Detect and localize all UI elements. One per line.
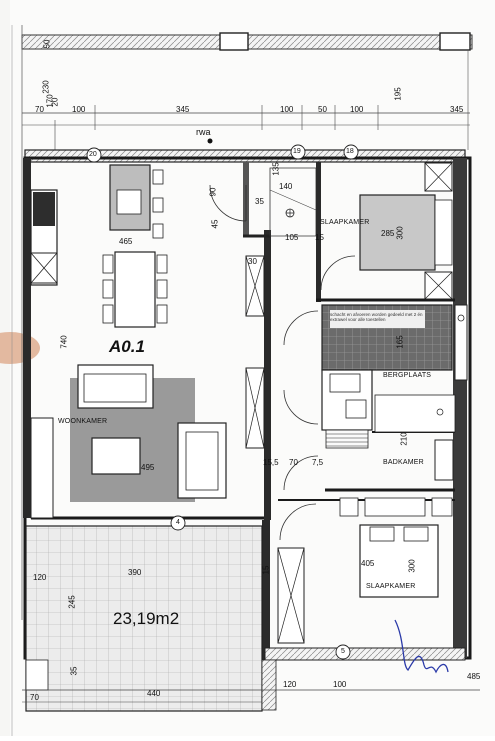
room-label-bedroom-1: SLAAPKAMER (320, 219, 370, 226)
dim-top-100-b: 100 (280, 105, 294, 114)
west-wall (23, 158, 31, 518)
dim-entrance-105: 105 (285, 233, 299, 242)
rwa-marker (207, 138, 213, 144)
dim-entrance-35: 35 (255, 197, 264, 206)
dim-left-20: 20 (50, 97, 60, 107)
dim-bedroom1-300: 300 (395, 226, 405, 240)
dim-entrance-90: 90 (208, 187, 218, 197)
dim-kitchen-465: 465 (119, 237, 133, 246)
dim-bathroom-210: 210 (399, 432, 409, 446)
coffee-table (91, 437, 141, 475)
dim-entrance-135: 135 (271, 162, 281, 176)
axis-marker-5 (335, 644, 351, 660)
dim-bottom-120: 120 (283, 680, 297, 689)
room-label-storage: BERGPLAATS (383, 372, 432, 379)
dim-bottom-100: 100 (333, 680, 347, 689)
axis-marker-18 (343, 144, 359, 160)
dim-mid-70: 70 (289, 458, 298, 467)
dim-terrace-120: 120 (33, 573, 47, 582)
handwritten-signature (394, 619, 449, 674)
south-facade-wall (264, 647, 466, 661)
rwa-label: rwa (196, 127, 211, 137)
dim-bedroom2-300: 300 (407, 559, 417, 573)
dim-right-195: 195 (393, 87, 403, 101)
dim-top-70: 70 (35, 105, 44, 114)
dim-top-345-b: 345 (450, 105, 464, 114)
axis-label-20: 20 (89, 151, 97, 158)
dim-bottom-485: 485 (467, 672, 481, 681)
dim-top-50: 50 (318, 105, 327, 114)
dim-entrance-15: 15 (315, 233, 324, 242)
terrace (25, 525, 263, 712)
room-label-living: WOONKAMER (58, 418, 108, 425)
axis-label-19: 19 (293, 148, 301, 155)
sideboard (30, 417, 54, 519)
dim-bottom-70: 70 (30, 693, 39, 702)
dim-entrance-45: 45 (210, 219, 220, 229)
dim-mid-15-5: 15,5 (263, 458, 279, 467)
dim-entrance-140: 140 (279, 182, 293, 191)
cooktop (33, 192, 55, 226)
dim-terrace-35: 35 (69, 666, 79, 676)
dim-storage-165: 165 (395, 335, 405, 349)
bathroom-sink (434, 439, 454, 481)
room-label-bedroom-2: SLAAPKAMER (366, 583, 416, 590)
dim-bedroom1-285: 285 (381, 229, 395, 238)
axis-label-5: 5 (341, 648, 345, 655)
unit-code: A0.1 (109, 337, 145, 356)
axis-label-18: 18 (346, 148, 354, 155)
dim-top-100-c: 100 (350, 105, 364, 114)
living-hall-wall (264, 230, 271, 520)
dining-table (114, 251, 156, 328)
dim-top-345-a: 345 (176, 105, 190, 114)
room-label-bathroom: BADKAMER (383, 459, 424, 466)
east-wall (453, 158, 467, 658)
dim-terrace-245: 245 (67, 595, 77, 609)
axis-marker-4 (170, 515, 186, 531)
dim-left-740: 740 (59, 335, 69, 349)
dim-terrace-390: 390 (128, 568, 142, 577)
axis-marker-20 (86, 147, 102, 163)
dim-living-495: 495 (141, 463, 155, 472)
storage-note: schacht en afvoeren worden gedeeld met 2… (330, 312, 423, 322)
dim-top-100-a: 100 (72, 105, 86, 114)
dim-hall-30: 30 (248, 257, 257, 266)
dim-bedroom2-405: 405 (361, 559, 375, 568)
terrace-area: 23,19m2 (113, 609, 180, 628)
dim-bedroom2-15: 15 (261, 565, 271, 575)
dim-left-50: 50 (42, 39, 52, 49)
axis-marker-19 (290, 144, 306, 160)
dim-left-230: 230 (41, 80, 51, 94)
axis-label-4: 4 (176, 519, 180, 526)
kitchen-sink (116, 189, 142, 215)
dim-bottom-440: 440 (147, 689, 161, 698)
bed-1 (359, 194, 436, 271)
dim-mid-7-5: 7,5 (312, 458, 324, 467)
